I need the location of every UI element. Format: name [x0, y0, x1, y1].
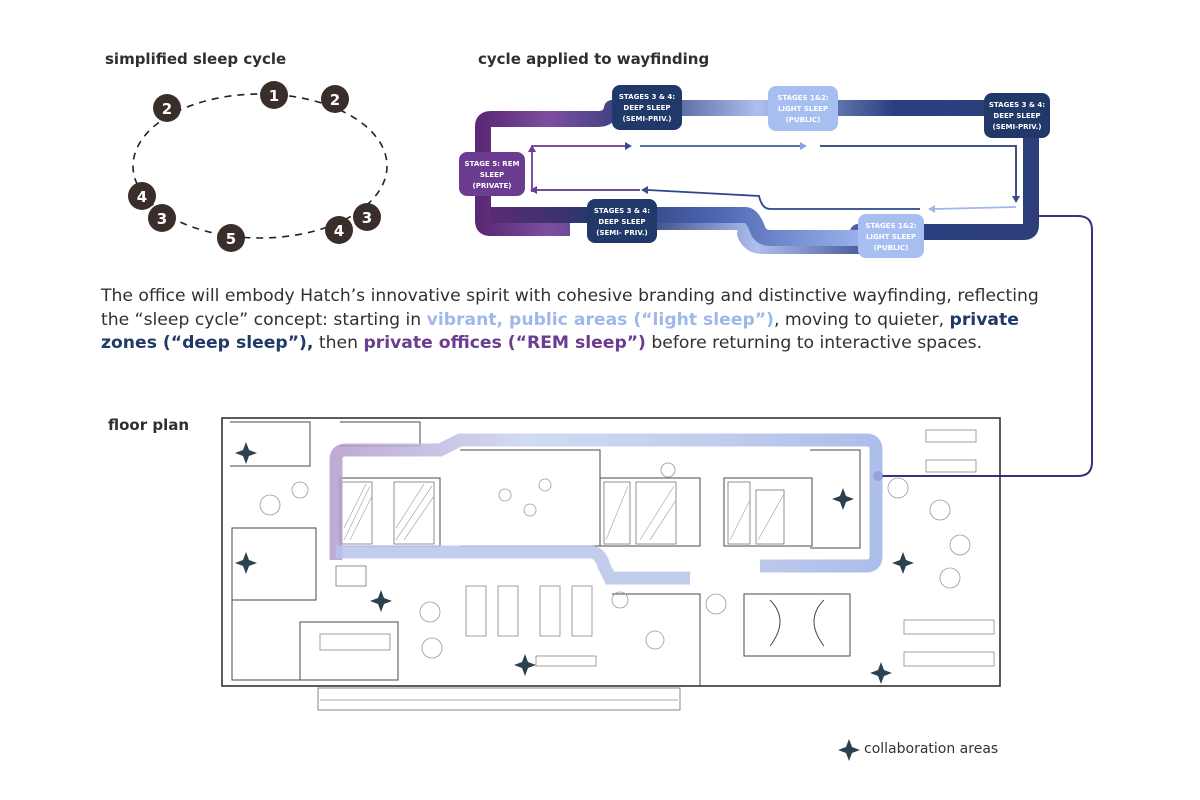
svg-text:STAGES 1&2:: STAGES 1&2:: [777, 94, 829, 102]
svg-text:3: 3: [362, 209, 372, 227]
stage-tag-light-bottom: STAGES 1&2: LIGHT SLEEP (PUBLIC): [858, 214, 924, 258]
sparkle-icon: [514, 654, 536, 676]
sparkle-icon: [832, 488, 854, 510]
svg-text:(SEMI- PRIV.): (SEMI- PRIV.): [596, 229, 647, 237]
wayfinding-band: [475, 100, 1039, 254]
stage-tag-deep-bottom: STAGES 3 & 4: DEEP SLEEP (SEMI- PRIV.): [587, 199, 657, 243]
deep-sleep-highlight: private zones (“deep sleep”),: [101, 309, 1019, 354]
svg-text:(PRIVATE): (PRIVATE): [473, 182, 512, 190]
rem-sleep-highlight: private offices (“REM sleep”): [363, 333, 646, 353]
svg-text:DEEP SLEEP: DEEP SLEEP: [623, 104, 670, 112]
svg-text:DEEP SLEEP: DEEP SLEEP: [993, 112, 1040, 120]
cycle-node-4a: 4: [128, 182, 156, 210]
wayfinding-band-bottom: [490, 207, 860, 246]
svg-text:4: 4: [334, 222, 344, 240]
sparkle-icon: [870, 662, 892, 684]
svg-text:(SEMI-PRIV.): (SEMI-PRIV.): [623, 115, 672, 123]
cycle-node-4b: 4: [325, 216, 353, 244]
sleep-cycle-loop: [132, 93, 388, 239]
svg-text:STAGES 1&2:: STAGES 1&2:: [865, 222, 917, 230]
svg-text:STAGE 5: REM: STAGE 5: REM: [465, 160, 520, 168]
cycle-node-1: 1: [260, 81, 288, 109]
floor-plan-title: floor plan: [108, 416, 190, 434]
stage-tag-rem: STAGE 5: REM SLEEP (PRIVATE): [459, 152, 525, 196]
svg-text:SLEEP: SLEEP: [480, 171, 504, 179]
svg-text:(PUBLIC): (PUBLIC): [786, 116, 821, 124]
svg-text:STAGES 3 & 4:: STAGES 3 & 4:: [989, 101, 1045, 109]
svg-text:3: 3: [157, 210, 167, 228]
legend-label: collaboration areas: [864, 741, 999, 757]
svg-text:(PUBLIC): (PUBLIC): [874, 244, 909, 252]
connector-line: [880, 215, 1093, 477]
svg-text:2: 2: [162, 100, 172, 118]
sparkle-icon: [235, 442, 257, 464]
sleep-cycle-title: simplified sleep cycle: [105, 50, 287, 68]
description-paragraph: The office will embody Hatch’s innovativ…: [101, 286, 1039, 354]
svg-text:2: 2: [330, 91, 340, 109]
stage-tag-light-top: STAGES 1&2: LIGHT SLEEP (PUBLIC): [768, 86, 838, 131]
stage-tag-deep-right: STAGES 3 & 4: DEEP SLEEP (SEMI-PRIV.): [984, 93, 1050, 138]
cycle-node-2a: 2: [153, 94, 181, 122]
svg-text:(SEMI-PRIV.): (SEMI-PRIV.): [993, 123, 1042, 131]
svg-text:DEEP SLEEP: DEEP SLEEP: [598, 218, 645, 226]
plan-wayfinding-path: [329, 433, 883, 573]
svg-text:5: 5: [226, 230, 236, 248]
sparkle-icon: [370, 590, 392, 612]
plan-wayfinding-path-lower: [336, 545, 690, 585]
light-sleep-highlight: vibrant, public areas (“light sleep”): [426, 309, 774, 330]
cycle-node-5: 5: [217, 224, 245, 252]
svg-text:1: 1: [269, 87, 279, 105]
svg-text:LIGHT SLEEP: LIGHT SLEEP: [866, 233, 916, 241]
cycle-node-3a: 3: [148, 204, 176, 232]
stage-tag-deep-top: STAGES 3 & 4: DEEP SLEEP (SEMI-PRIV.): [612, 85, 682, 130]
svg-text:STAGES 3 & 4:: STAGES 3 & 4:: [594, 207, 650, 215]
svg-text:LIGHT SLEEP: LIGHT SLEEP: [778, 105, 828, 113]
svg-text:4: 4: [137, 188, 147, 206]
svg-text:STAGES 3 & 4:: STAGES 3 & 4:: [619, 93, 675, 101]
sparkle-icon: [892, 552, 914, 574]
cycle-node-2b: 2: [321, 85, 349, 113]
sparkle-icon: [838, 739, 860, 761]
wayfinding-title: cycle applied to wayfinding: [478, 50, 710, 68]
sparkle-icon: [235, 552, 257, 574]
cycle-node-3b: 3: [353, 203, 381, 231]
